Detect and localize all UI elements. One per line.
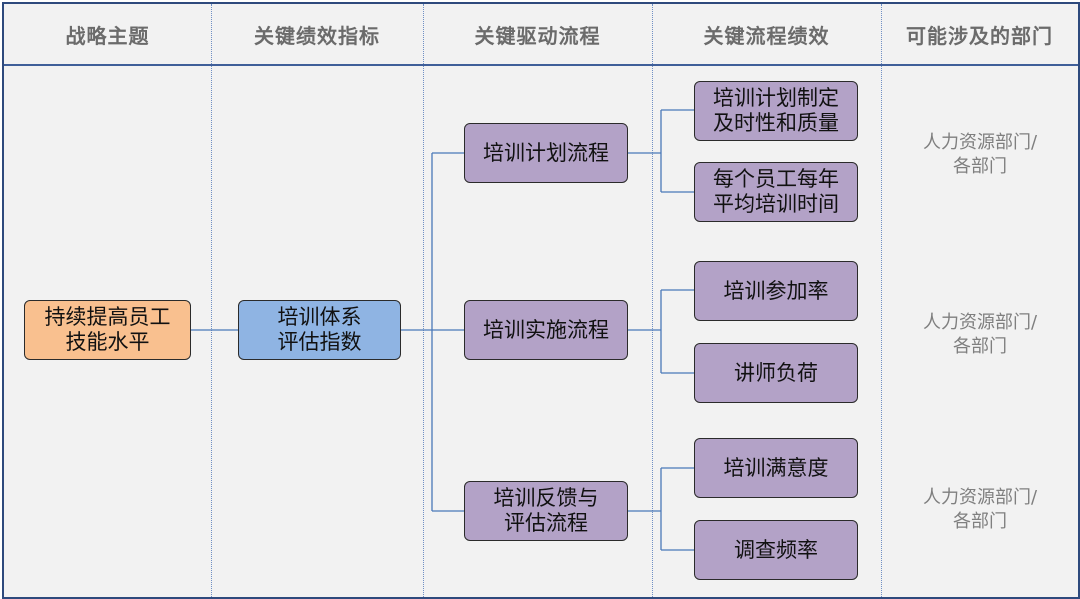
perf-line-2: 平均培训时间 xyxy=(713,192,839,216)
perf-node-attendance-rate: 培训参加率 xyxy=(694,261,858,321)
column-divider xyxy=(211,4,212,597)
perf-node-lecturer-load: 讲师负荷 xyxy=(694,343,858,403)
perf-line-1: 培训满意度 xyxy=(723,455,829,480)
perf-node-survey-frequency: 调查频率 xyxy=(694,520,858,580)
department-line-2: 各部门 xyxy=(953,156,1007,177)
process-line-1: 培训实施流程 xyxy=(483,317,609,342)
header-divider xyxy=(652,4,653,64)
column-title-departments: 可能涉及的部门 xyxy=(906,23,1053,48)
column-divider xyxy=(423,4,424,597)
connector-lines xyxy=(191,109,694,551)
column-divider xyxy=(881,4,882,597)
header-row: 战略主题 关键绩效指标 关键驱动流程 关键流程绩效 可能涉及的部门 xyxy=(4,4,1078,66)
perf-node-plan-timeliness: 培训计划制定 及时性和质量 xyxy=(694,81,858,141)
perf-node-training-hours: 每个员工每年 平均培训时间 xyxy=(694,162,858,222)
process-node-plan: 培训计划流程 xyxy=(464,123,628,183)
process-node-feedback: 培训反馈与 评估流程 xyxy=(464,481,628,541)
perf-line-1: 培训计划制定 xyxy=(713,86,839,110)
perf-line-1: 讲师负荷 xyxy=(734,360,818,385)
strategy-line-1: 持续提高员工 xyxy=(44,305,171,329)
perf-line-1: 培训参加率 xyxy=(723,278,829,303)
strategy-line-2: 技能水平 xyxy=(65,330,150,354)
process-node-implement: 培训实施流程 xyxy=(464,300,628,360)
column-divider xyxy=(652,4,653,597)
kpi-node: 培训体系 评估指数 xyxy=(238,300,401,360)
strategy-node: 持续提高员工 技能水平 xyxy=(24,300,191,360)
department-line-2: 各部门 xyxy=(953,336,1007,357)
department-label: 人力资源部门/ 各部门 xyxy=(887,311,1073,359)
department-label: 人力资源部门/ 各部门 xyxy=(887,486,1073,534)
kpi-line-1: 培训体系 xyxy=(277,305,362,329)
header-divider xyxy=(211,4,212,64)
process-line-1: 培训计划流程 xyxy=(483,140,609,165)
perf-line-1: 每个员工每年 xyxy=(713,167,839,191)
department-line-2: 各部门 xyxy=(953,511,1007,532)
column-title-strategy: 战略主题 xyxy=(65,23,150,48)
department-line-1: 人力资源部门/ xyxy=(922,487,1038,508)
department-line-1: 人力资源部门/ xyxy=(922,132,1038,153)
department-label: 人力资源部门/ 各部门 xyxy=(887,131,1073,179)
perf-line-1: 调查频率 xyxy=(734,537,818,562)
column-title-performance: 关键流程绩效 xyxy=(703,23,830,48)
header-divider xyxy=(423,4,424,64)
process-line-2: 评估流程 xyxy=(504,511,588,535)
column-title-process: 关键驱动流程 xyxy=(474,23,601,48)
process-line-1: 培训反馈与 xyxy=(493,486,599,510)
perf-node-satisfaction: 培训满意度 xyxy=(694,438,858,498)
header-divider xyxy=(881,4,882,64)
department-line-1: 人力资源部门/ xyxy=(922,312,1038,333)
column-title-kpi: 关键绩效指标 xyxy=(254,23,380,48)
perf-line-2: 及时性和质量 xyxy=(713,111,839,135)
kpi-line-2: 评估指数 xyxy=(277,330,362,354)
